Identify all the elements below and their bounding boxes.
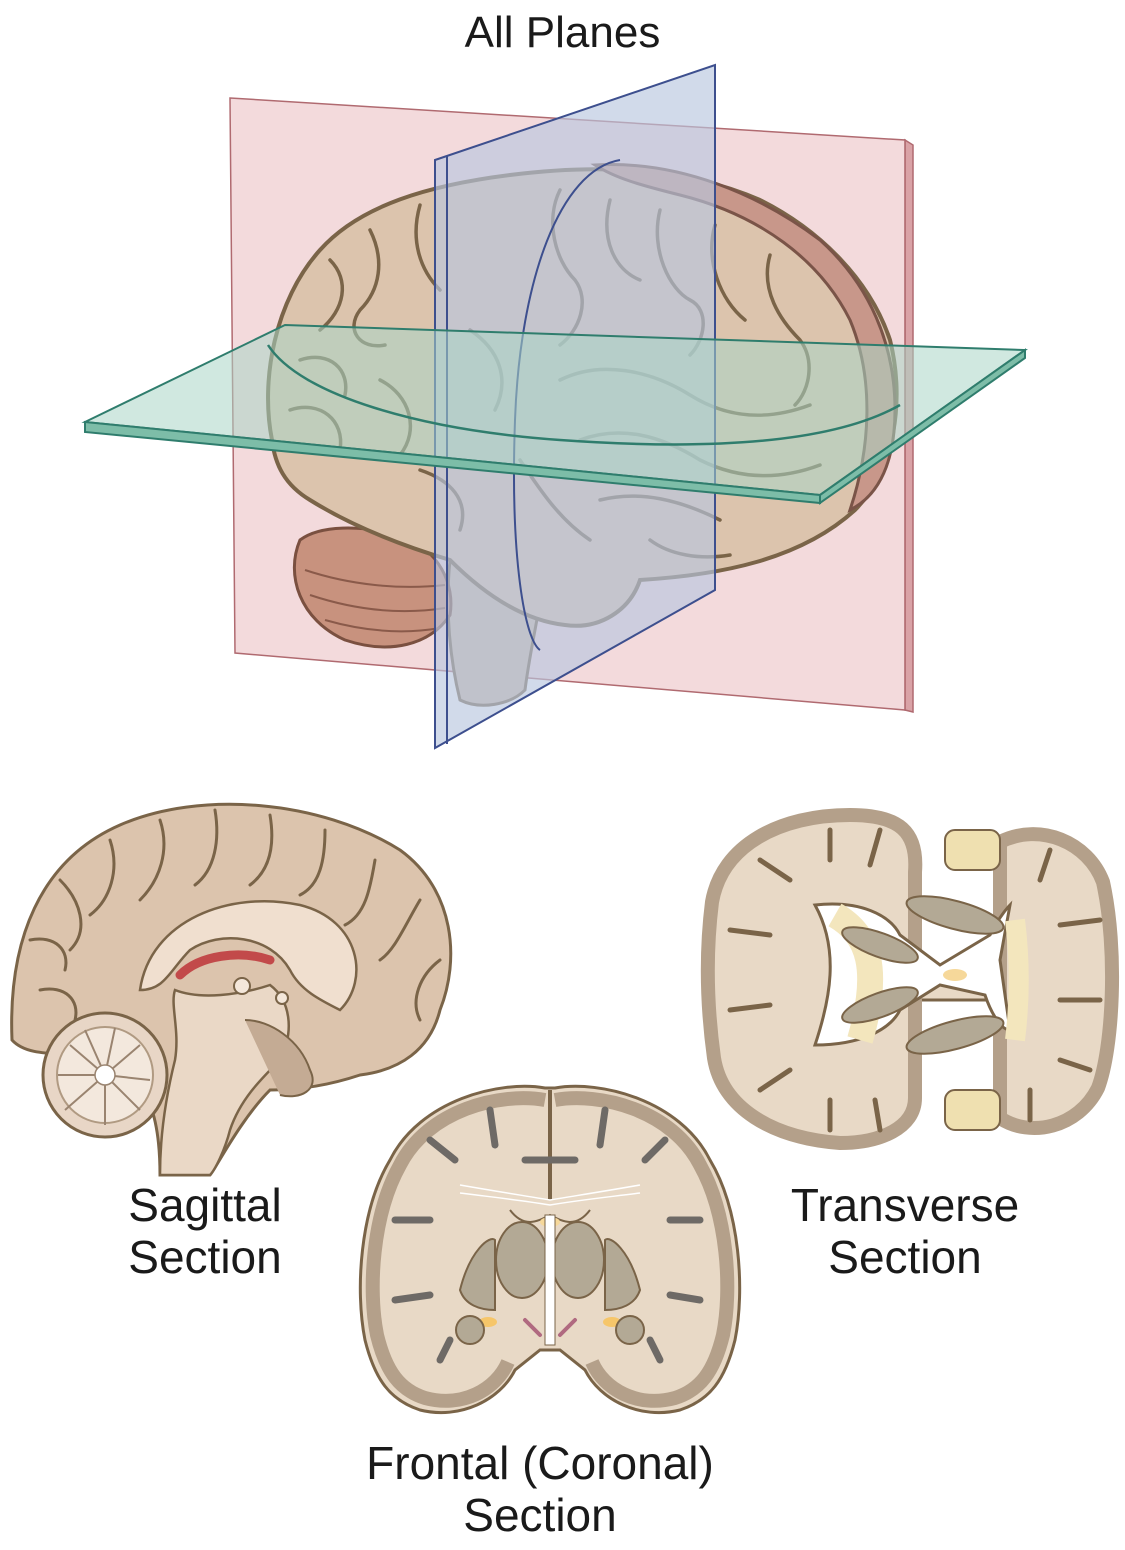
transverse-section-label: Transverse Section [760, 1180, 1050, 1283]
transverse-label-line1: Transverse [760, 1180, 1050, 1232]
sagittal-label-line2: Section [60, 1232, 350, 1284]
transverse-label-line2: Section [760, 1232, 1050, 1284]
transverse-section-figure [706, 812, 1114, 1145]
frontal-label-line1: Frontal (Coronal) [290, 1438, 790, 1490]
sagittal-section-label: Sagittal Section [60, 1180, 350, 1283]
frontal-label-line2: Section [290, 1490, 790, 1542]
sagittal-cerebellum [43, 1013, 167, 1137]
all-planes-figure [85, 65, 1025, 748]
sagittal-label-line1: Sagittal [60, 1180, 350, 1232]
frontal-section-label: Frontal (Coronal) Section [290, 1438, 790, 1541]
frontal-section-figure [360, 1086, 739, 1412]
sagittal-section-figure [12, 804, 451, 1175]
